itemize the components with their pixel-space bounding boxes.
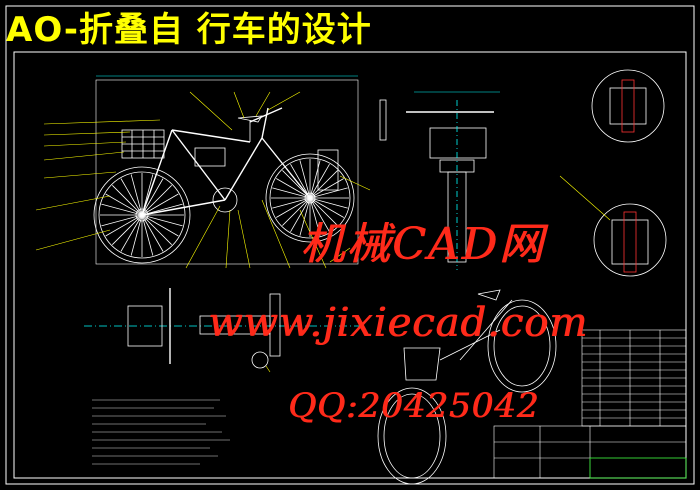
front-basket-side bbox=[121, 129, 165, 159]
wheel-spoke bbox=[141, 214, 183, 227]
wheel-spoke bbox=[309, 197, 344, 218]
watermark-site: www.jixiecad.com bbox=[208, 300, 588, 346]
title-block bbox=[493, 425, 687, 479]
main-side-view bbox=[93, 75, 359, 265]
wheel-spoke bbox=[112, 185, 143, 216]
view-boundary bbox=[95, 79, 359, 265]
pedal-detail bbox=[379, 99, 387, 141]
wheel-spoke bbox=[141, 214, 179, 237]
wheel-spoke bbox=[130, 174, 143, 216]
parts-list-table bbox=[581, 329, 687, 427]
wheel-spoke bbox=[309, 197, 321, 236]
wheel-spoke bbox=[120, 214, 143, 252]
wheel-spoke bbox=[299, 197, 311, 236]
technical-notes bbox=[92, 399, 230, 465]
wheel-spoke bbox=[282, 197, 311, 226]
part-leader-lines bbox=[35, 91, 371, 269]
wheel-spoke bbox=[130, 214, 143, 256]
wheel-spoke bbox=[276, 178, 311, 199]
wheel-spoke bbox=[299, 160, 311, 199]
wheel-spoke bbox=[141, 178, 164, 216]
wheel-spoke bbox=[141, 185, 172, 216]
front-view bbox=[379, 91, 500, 270]
wheel-spoke bbox=[309, 197, 330, 232]
front-wheel bbox=[265, 153, 355, 243]
folding-hinge-block bbox=[194, 147, 226, 167]
wheel-spoke bbox=[141, 214, 154, 256]
wheel-spoke bbox=[309, 170, 338, 199]
wheel-spoke bbox=[120, 178, 143, 216]
wheel-spoke bbox=[290, 197, 311, 232]
wheel-spoke bbox=[309, 160, 321, 199]
wheel-spoke bbox=[141, 214, 164, 252]
wheel-spoke bbox=[101, 214, 143, 227]
outer-frame bbox=[5, 5, 695, 485]
wheel-spoke bbox=[309, 197, 338, 226]
wheel-spoke bbox=[272, 187, 311, 199]
section-detail-i bbox=[559, 175, 667, 277]
isometric-view bbox=[377, 289, 557, 485]
chainring bbox=[212, 187, 238, 213]
watermark-brand: 机械CAD网 bbox=[300, 219, 545, 270]
wheel-spoke bbox=[276, 197, 311, 218]
wheel-spoke bbox=[112, 214, 143, 245]
inner-frame bbox=[13, 51, 687, 479]
wheel-spoke bbox=[309, 197, 348, 209]
wheel-spoke bbox=[141, 214, 172, 245]
wheel-spoke bbox=[141, 193, 179, 216]
drawing-title: AO-折叠自 行车的设计 bbox=[6, 10, 372, 50]
wheel-spoke bbox=[105, 193, 143, 216]
wheel-spoke bbox=[101, 203, 143, 216]
saddle bbox=[237, 115, 263, 123]
top-view bbox=[84, 288, 360, 373]
rear-wheel bbox=[93, 166, 191, 264]
wheel-spoke bbox=[290, 164, 311, 199]
wheel-spoke bbox=[272, 197, 311, 209]
wheel-spoke bbox=[309, 187, 348, 199]
wheel-spoke bbox=[309, 164, 330, 199]
watermark-qq: QQ:20425042 bbox=[288, 386, 540, 426]
section-detail-iv bbox=[591, 69, 665, 143]
wheel-spoke bbox=[105, 214, 143, 237]
wheel-spoke bbox=[282, 170, 311, 199]
rear-rack bbox=[317, 149, 339, 191]
